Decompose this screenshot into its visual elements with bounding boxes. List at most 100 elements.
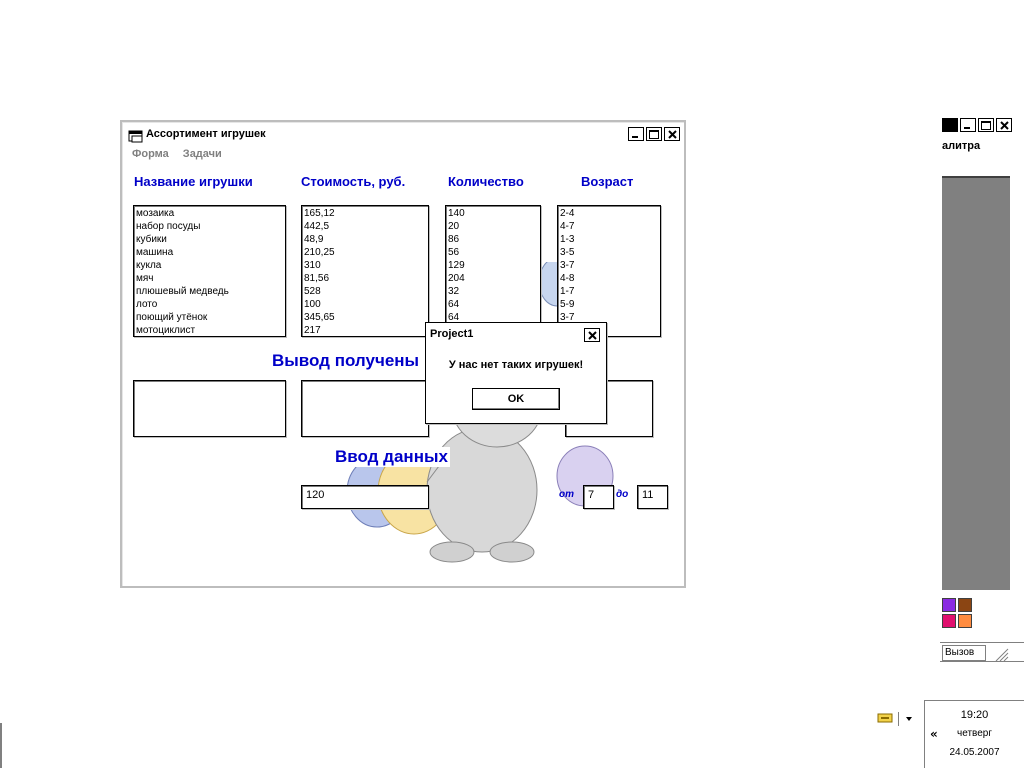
close-icon xyxy=(587,330,597,340)
list-item[interactable]: 48,9 xyxy=(304,234,324,245)
list-item[interactable]: 64 xyxy=(448,312,460,323)
keyboard-layout-icon[interactable] xyxy=(877,713,893,723)
list-item[interactable]: кукла xyxy=(136,260,162,271)
maximize-icon xyxy=(981,120,991,130)
dialog-message: У нас нет таких игрушек! xyxy=(448,359,584,371)
list-item[interactable]: кубики xyxy=(136,234,167,245)
clock-time: 19:20 xyxy=(960,709,989,721)
background-window: алитра Вызов xyxy=(940,112,1024,668)
price-input[interactable]: 120 xyxy=(301,485,429,509)
list-item[interactable]: 1-3 xyxy=(560,234,575,245)
list-item[interactable]: 3-7 xyxy=(560,260,575,271)
tray-icons xyxy=(874,708,924,730)
list-item[interactable]: 4-7 xyxy=(560,221,575,232)
window-edge xyxy=(0,723,2,768)
list-item[interactable]: 129 xyxy=(448,260,465,271)
list-item[interactable]: 64 xyxy=(448,299,460,310)
header-price: Стоимость, руб. xyxy=(301,174,406,189)
bg-close-button[interactable] xyxy=(996,118,1012,132)
list-item[interactable]: 4-8 xyxy=(560,273,575,284)
header-age: Возраст xyxy=(581,174,634,189)
list-item[interactable]: 3-7 xyxy=(560,312,575,323)
list-item[interactable]: набор посуды xyxy=(136,221,201,232)
list-item[interactable]: 528 xyxy=(304,286,321,297)
clock-date: 24.05.2007 xyxy=(949,747,1000,758)
list-item[interactable]: мотоциклист xyxy=(136,325,196,336)
list-item[interactable]: 204 xyxy=(448,273,465,284)
close-button[interactable] xyxy=(664,127,680,141)
color-swatch[interactable] xyxy=(942,614,956,628)
age-to-input[interactable]: 11 xyxy=(637,485,668,509)
close-icon xyxy=(667,129,677,139)
ok-button[interactable]: OK xyxy=(472,388,560,410)
output-name-box[interactable] xyxy=(133,380,286,437)
message-dialog: Project1 У нас нет таких игрушек! OK xyxy=(425,322,607,424)
input-heading: Ввод данных xyxy=(333,447,450,467)
toy-name-listbox[interactable]: мозаика набор посуды кубики машина кукла… xyxy=(133,205,286,337)
age-listbox[interactable]: 2-4 4-7 1-3 3-5 3-7 4-8 1-7 5-9 3-7 xyxy=(557,205,661,337)
chevron-down-icon[interactable] xyxy=(906,717,912,721)
status-text: Вызов xyxy=(942,645,986,661)
maximize-button[interactable] xyxy=(646,127,662,141)
close-icon xyxy=(999,120,1009,130)
list-item[interactable]: плюшевый медведь xyxy=(136,286,229,297)
dialog-close-button[interactable] xyxy=(584,328,600,342)
list-item[interactable]: 81,56 xyxy=(304,273,330,284)
list-item[interactable]: машина xyxy=(136,247,174,258)
window-edge xyxy=(942,118,958,132)
price-listbox[interactable]: 165,12 442,5 48,9 210,25 310 81,56 528 1… xyxy=(301,205,429,337)
header-toy-name: Название игрушки xyxy=(134,174,253,189)
bg-window-title: алитра xyxy=(942,140,981,152)
minimize-icon xyxy=(964,127,970,129)
clock-day: четверг xyxy=(957,728,992,739)
list-item[interactable]: мозаика xyxy=(136,208,175,219)
resize-grip-icon[interactable] xyxy=(990,645,1010,661)
from-label: от xyxy=(559,489,574,500)
list-item[interactable]: 32 xyxy=(448,286,460,297)
list-item[interactable]: поющий утёнок xyxy=(136,312,208,323)
list-item[interactable]: 217 xyxy=(304,325,321,336)
window-title: Ассортимент игрушек xyxy=(146,128,266,140)
app-icon xyxy=(128,128,144,143)
color-swatch[interactable] xyxy=(958,598,972,612)
header-quantity: Количество xyxy=(448,174,524,189)
list-item[interactable]: 100 xyxy=(304,299,321,310)
expand-tray-icon[interactable]: « xyxy=(930,727,938,741)
list-item[interactable]: 56 xyxy=(448,247,460,258)
list-item[interactable]: 5-9 xyxy=(560,299,575,310)
dialog-title: Project1 xyxy=(430,328,474,340)
list-item[interactable]: 345,65 xyxy=(304,312,335,323)
menu-zadachi[interactable]: Задачи xyxy=(182,148,222,160)
list-item[interactable]: 442,5 xyxy=(304,221,330,232)
list-item[interactable]: 1-7 xyxy=(560,286,575,297)
list-item[interactable]: лото xyxy=(136,299,158,310)
bg-canvas-area[interactable] xyxy=(942,176,1010,590)
minimize-button[interactable] xyxy=(628,127,644,141)
menu-forma[interactable]: Форма xyxy=(132,148,169,160)
list-item[interactable]: 140 xyxy=(448,208,465,219)
list-item[interactable]: 310 xyxy=(304,260,321,271)
bg-maximize-button[interactable] xyxy=(978,118,994,132)
bg-minimize-button[interactable] xyxy=(960,118,976,132)
output-heading: Вывод получены xyxy=(270,351,422,371)
list-item[interactable]: 210,25 xyxy=(304,247,335,258)
list-item[interactable]: 165,12 xyxy=(304,208,335,219)
quantity-listbox[interactable]: 140 20 86 56 129 204 32 64 64 xyxy=(445,205,541,337)
list-item[interactable]: мяч xyxy=(136,273,154,284)
minimize-icon xyxy=(632,136,638,138)
list-item[interactable]: 3-5 xyxy=(560,247,575,258)
color-palette xyxy=(942,598,972,628)
to-label: до xyxy=(616,489,629,500)
maximize-icon xyxy=(649,129,659,139)
color-swatch[interactable] xyxy=(942,598,956,612)
list-item[interactable]: 2-4 xyxy=(560,208,575,219)
bg-status-bar: Вызов xyxy=(940,642,1024,662)
age-from-input[interactable]: 7 xyxy=(583,485,614,509)
list-item[interactable]: 86 xyxy=(448,234,460,245)
list-item[interactable]: 20 xyxy=(448,221,460,232)
output-price-box[interactable] xyxy=(301,380,429,437)
menu-bar: Форма Задачи xyxy=(132,148,222,160)
title-bar[interactable]: Ассортимент игрушек xyxy=(122,122,684,146)
tray-clock[interactable]: « 19:20 четверг 24.05.2007 xyxy=(924,700,1024,768)
color-swatch[interactable] xyxy=(958,614,972,628)
